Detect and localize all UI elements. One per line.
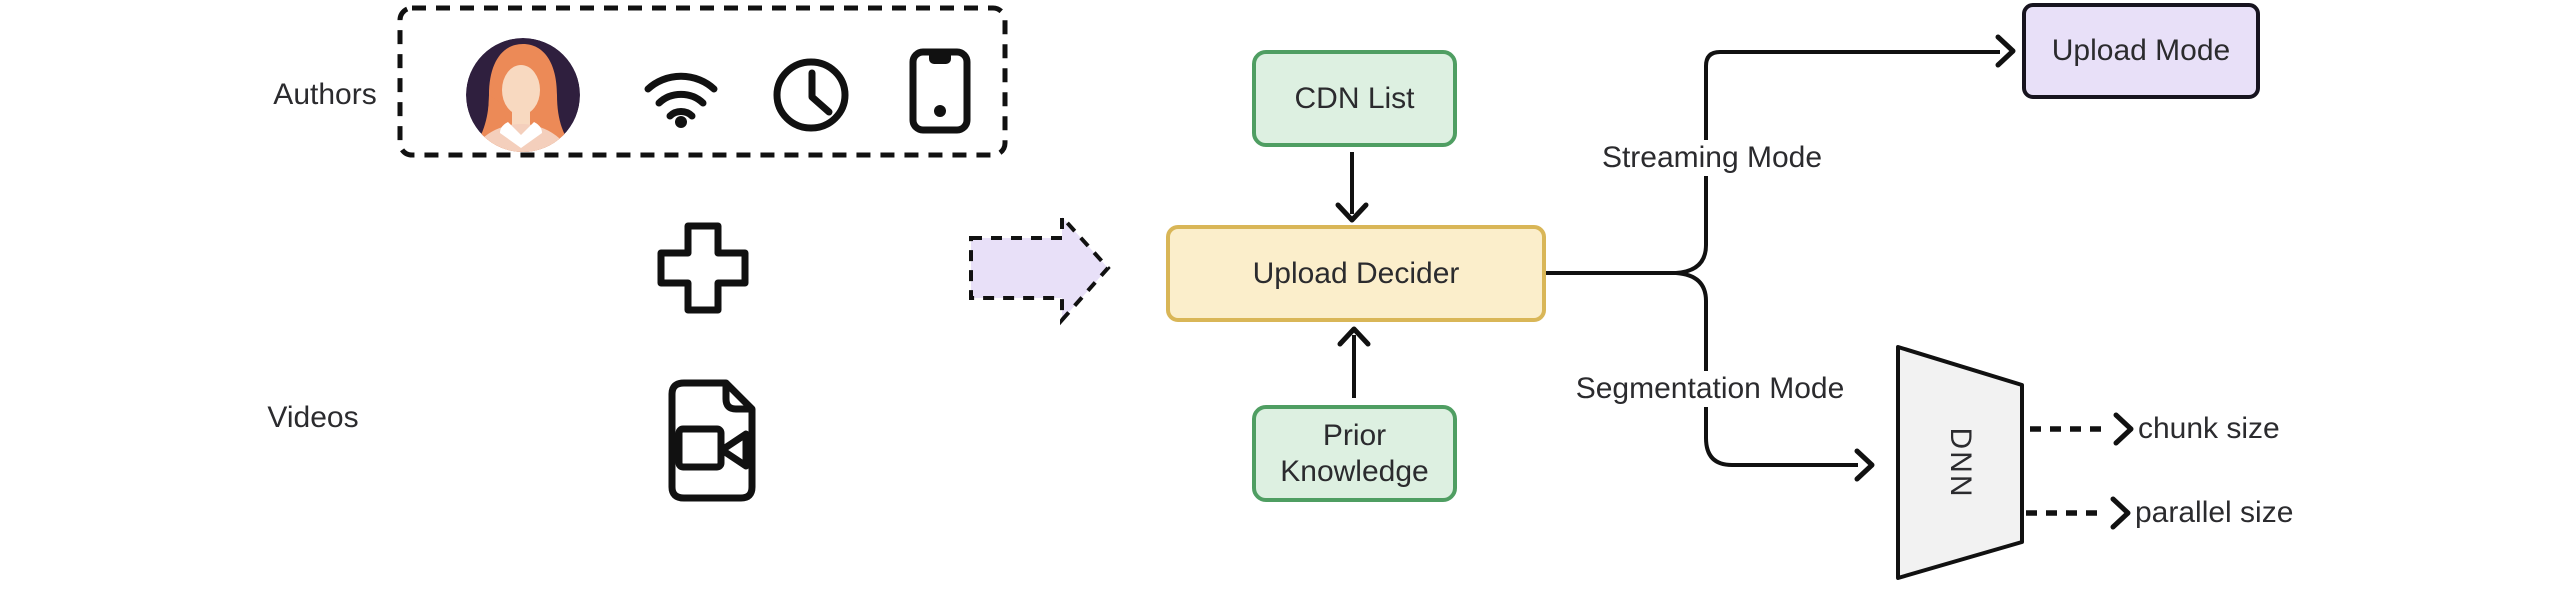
chunk-size-label: chunk size xyxy=(2138,412,2280,445)
upload-mode-label: Upload Mode xyxy=(2051,34,2231,67)
upload-mode-node: Upload Mode xyxy=(2022,3,2260,99)
streaming-branch-line xyxy=(1675,50,2000,275)
prior-knowledge-label: Prior Knowledge xyxy=(1280,418,1429,488)
videos-label: Videos xyxy=(267,401,359,434)
parallel-size-label: parallel size xyxy=(2135,496,2294,529)
upload-decider-label: Upload Decider xyxy=(1252,256,1460,290)
segmentation-mode-label: Segmentation Mode xyxy=(1567,371,1853,407)
segmentation-branch-line xyxy=(1675,271,1858,467)
prior-knowledge-node: Prior Knowledge xyxy=(1252,405,1457,502)
authors-dashed-box xyxy=(397,5,1008,158)
chunk-size-arrowhead xyxy=(2113,412,2134,446)
author-avatar xyxy=(466,38,580,152)
dnn-arrowhead xyxy=(1854,448,1875,482)
authors-label: Authors xyxy=(273,78,377,111)
upload-decider-node: Upload Decider xyxy=(1166,225,1546,322)
wifi-icon xyxy=(644,72,718,128)
streaming-mode-label: Streaming Mode xyxy=(1593,140,1831,176)
prior-to-decider-arrowhead xyxy=(1337,326,1371,347)
video-file-icon xyxy=(668,379,756,502)
upload-mode-arrowhead xyxy=(1995,34,2016,68)
smartphone-icon xyxy=(909,48,971,134)
dnn-trapezoid xyxy=(1896,345,2024,580)
clock-icon xyxy=(773,58,849,132)
dnn-label: DNN xyxy=(1944,427,1977,499)
cdn-list-label: CDN List xyxy=(1294,81,1415,115)
cdn-list-node: CDN List xyxy=(1252,50,1457,147)
dashed-arrow-right-icon xyxy=(969,211,1111,326)
plus-icon xyxy=(657,222,749,314)
parallel-size-arrowhead xyxy=(2110,496,2131,530)
cdn-to-decider-arrowhead xyxy=(1335,202,1369,223)
